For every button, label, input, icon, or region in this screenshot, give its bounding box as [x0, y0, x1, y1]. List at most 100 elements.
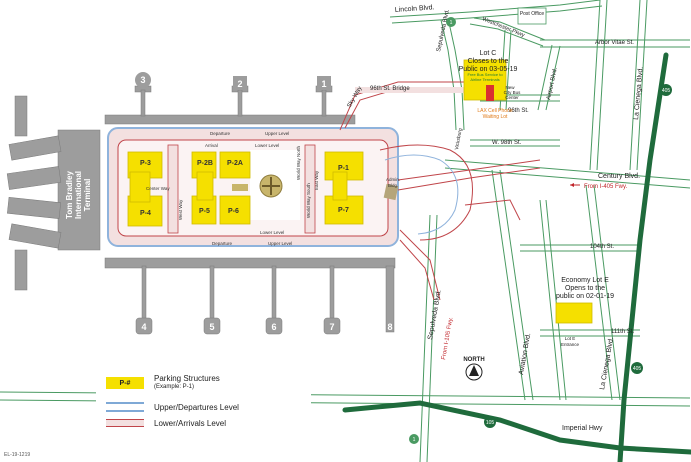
svg-text:Lower Level: Lower Level: [255, 143, 279, 148]
road-labels: Departure Upper Level Arrival Lower Leve…: [146, 131, 400, 246]
legend-upper-label: Upper/Departures Level: [154, 402, 239, 412]
p1-label: P-1: [338, 165, 349, 172]
shield-405-top: 405: [662, 88, 671, 94]
legend-upper-swatch: [106, 402, 144, 412]
terminal-numbers: 3 2 1 4 5 6 7 8: [135, 72, 393, 332]
parking-p5: [191, 195, 217, 225]
west-way-label: West Way: [178, 199, 183, 220]
legend-parking-swatch: P-#: [106, 377, 144, 389]
svg-text:NORTH: NORTH: [463, 357, 484, 363]
legend-parking-row: P-# Parking Structures (Example: P-1): [106, 374, 220, 390]
footer-code: EL-19-1219: [4, 452, 31, 458]
svg-text:Entrance: Entrance: [561, 342, 580, 347]
svg-text:Lower Level: Lower Level: [260, 230, 284, 235]
svg-text:Admin.: Admin.: [386, 177, 400, 182]
terminal-5-label: 5: [209, 322, 214, 332]
svg-text:From I-405 Fwy.: From I-405 Fwy.: [584, 184, 628, 190]
freeway-405: [617, 52, 669, 462]
new-city-bus-center: [486, 85, 494, 101]
world-way-south-label: World Way South: [306, 183, 311, 218]
p5-label: P-5: [199, 208, 210, 215]
svg-text:Free Bus Service to: Free Bus Service to: [467, 72, 503, 77]
terminal-8-label: 8: [387, 322, 392, 332]
legend-parking-symbol: P-#: [119, 379, 131, 387]
svg-text:Center: Center: [505, 95, 519, 100]
legend-lower-label: Lower/Arrivals Level: [154, 418, 227, 428]
svg-text:From I-105 Fwy.: From I-105 Fwy.: [441, 316, 454, 360]
route-shields: 405 405 105 1 1: [409, 17, 672, 444]
svg-text:Upper Level: Upper Level: [268, 241, 292, 246]
shield-route1-bottom: 1: [413, 437, 416, 443]
svg-text:Opens to the: Opens to the: [565, 285, 605, 292]
p7-label: P-7: [338, 207, 349, 214]
legend-lower-swatch: [106, 419, 144, 427]
post-office-box: [517, 7, 547, 25]
vicksburg-label: Vicksburg: [454, 128, 464, 151]
lower-concourse-bar: [104, 257, 396, 269]
lot-c: [463, 59, 507, 101]
legend-upper-row: Upper/Departures Level: [106, 400, 239, 414]
legend: P-# Parking Structures (Example: P-1) Up…: [96, 370, 311, 434]
post-office-label: Post Office: [520, 11, 545, 17]
parking-labels: P-3 P-2B P-2A P-1 P-4 P-5 P-6 P-7: [140, 160, 349, 217]
legend-parking-label: Parking Structures: [154, 374, 220, 383]
sky-way-label: Sky Way: [347, 86, 364, 109]
terminal-7-label: 7: [329, 322, 334, 332]
svg-text:New: New: [505, 85, 515, 90]
svg-text:Closes to the: Closes to the: [468, 58, 509, 65]
104th-label: 104th St.: [590, 244, 614, 250]
svg-text:Waiting Lot: Waiting Lot: [483, 114, 508, 120]
svg-text:Bldg.: Bldg.: [388, 183, 398, 188]
terminal-4-label: 4: [141, 322, 146, 332]
p2b-label: P-2B: [197, 160, 213, 167]
svg-text:LAX Cell Phone: LAX Cell Phone: [477, 108, 513, 114]
96th-bridge-label: 96th St. Bridge: [370, 86, 410, 92]
svg-text:Center Way: Center Way: [146, 186, 170, 191]
lot-e: [555, 302, 593, 324]
east-way-label: East Way: [314, 170, 319, 190]
parking-p2a: [219, 151, 251, 179]
shield-405-bottom: 405: [633, 366, 642, 372]
legend-lower-row: Lower/Arrivals Level: [106, 416, 226, 430]
shield-105: 105: [486, 420, 495, 426]
svg-text:Departure: Departure: [210, 131, 231, 136]
p2a-label: P-2A: [227, 160, 243, 167]
terminal-1-marker: [317, 76, 331, 90]
terminal-3-label: 3: [140, 75, 145, 85]
svg-text:Lot C: Lot C: [480, 50, 497, 57]
terminal-3-marker: [135, 72, 151, 88]
imperial-hwy-label: Imperial Hwy: [562, 425, 603, 432]
parking-p6: [219, 195, 251, 225]
legend-parking-example: (Example: P-1): [154, 384, 195, 390]
w98th-label: W. 98th St.: [492, 140, 522, 146]
111th-label: 111th St.: [611, 329, 634, 335]
upper-concourse-bar: [104, 114, 356, 125]
north-arrow: NORTH: [463, 357, 485, 381]
century-blvd-label: Century Blvd.: [598, 173, 640, 180]
shield-route1-top: 1: [450, 20, 453, 26]
sepulveda-lower-label: Sepulveda Blvd.: [427, 289, 443, 340]
p4-label: P-4: [140, 210, 151, 217]
la-cienega-lower-label: La Cienega Blvd.: [599, 337, 615, 391]
parking-structures: [127, 59, 593, 324]
freeways: [342, 52, 691, 462]
terminal-6-label: 6: [271, 322, 276, 332]
parking-p7: [324, 195, 364, 225]
sepulveda-upper-label: Sepulveda Blvd.: [436, 8, 451, 52]
svg-text:Terminal: Terminal: [83, 179, 92, 212]
svg-text:Departure: Departure: [212, 241, 233, 246]
direction-labels: From I-405 Fwy. From I-105 Fwy.: [441, 183, 628, 360]
svg-text:Arrival: Arrival: [205, 143, 218, 148]
terminal-2-marker: [233, 76, 247, 90]
tom-bradley-label: Tom Bradley International Terminal: [65, 171, 92, 219]
svg-text:Economy Lot E: Economy Lot E: [561, 277, 609, 284]
svg-text:Public on 03-05-19: Public on 03-05-19: [459, 66, 518, 73]
svg-text:Lot E: Lot E: [565, 336, 576, 341]
svg-text:public on 02-01-19: public on 02-01-19: [556, 293, 614, 300]
arbor-vitae-label: Arbor Vitae St.: [595, 40, 634, 46]
96th-st-label: 96th St.: [508, 108, 529, 114]
svg-text:Airline Terminals: Airline Terminals: [470, 77, 499, 82]
svg-text:Upper Level: Upper Level: [265, 131, 289, 136]
svg-text:Tom Bradley: Tom Bradley: [65, 171, 74, 219]
